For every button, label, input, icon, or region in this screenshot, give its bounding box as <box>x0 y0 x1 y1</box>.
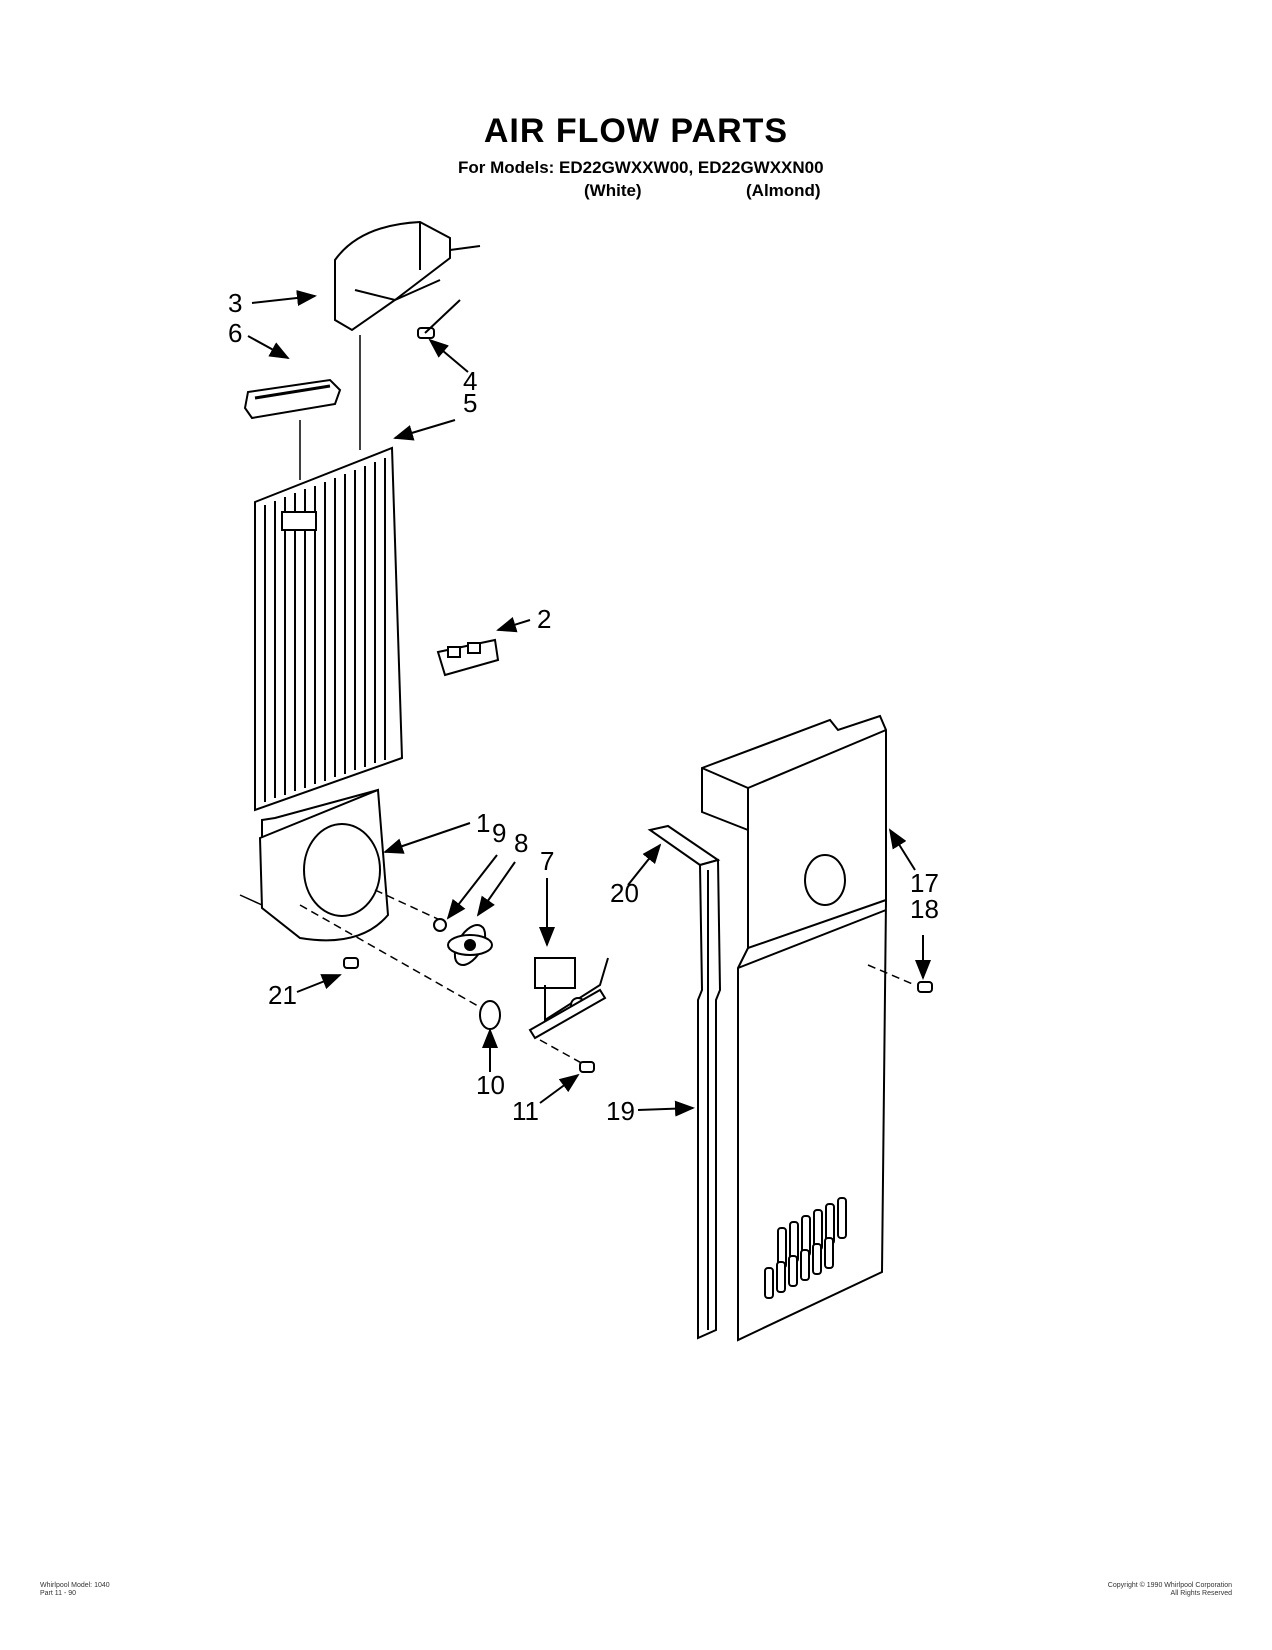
callout-6: 6 <box>228 318 242 348</box>
footer-left: Whirlpool Model: 1040 Part 11 - 90 <box>40 1582 110 1598</box>
part-21-screw <box>343 957 359 969</box>
callout-leaders <box>247 290 931 1117</box>
part-3-duct-cover <box>334 220 451 332</box>
part-7-fan-motor <box>528 957 609 1040</box>
variant-white-label: (White) <box>584 181 642 200</box>
part-18-screw <box>917 981 933 993</box>
part-19-channel <box>697 858 722 1340</box>
callout-5: 5 <box>463 388 477 418</box>
footer-right: Copyright © 1990 Whirlpool Corporation A… <box>1108 1582 1232 1598</box>
part-1-fan-shroud <box>258 788 390 942</box>
part-9-nut <box>433 918 447 932</box>
variant-almond-label: (Almond) <box>746 181 821 200</box>
footer-left-line1: Whirlpool Model: 1040 <box>40 1582 110 1589</box>
callout-20: 20 <box>610 878 639 908</box>
part-4-screw <box>417 299 461 339</box>
callout-11: 11 <box>512 1096 539 1126</box>
footer-right-line1: Copyright © 1990 Whirlpool Corporation <box>1107 1582 1232 1589</box>
callout-17: 17 <box>910 868 939 898</box>
part-11-screw <box>579 1061 595 1073</box>
callout-10: 10 <box>476 1070 505 1100</box>
callout-8: 8 <box>514 828 528 858</box>
part-2-bracket <box>436 638 500 677</box>
footer-right-line2: All Rights Reserved <box>1170 1590 1232 1597</box>
callout-4: 4 <box>463 366 477 396</box>
callout-3: 3 <box>228 288 242 318</box>
callout-18: 18 <box>910 894 939 924</box>
part-5-evaporator-cover <box>254 446 404 812</box>
part-5-panel-ribs <box>264 458 386 802</box>
callout-19: 19 <box>606 1096 635 1126</box>
part-6-grille <box>243 378 342 420</box>
footer-left-line2: Part 11 - 90 <box>40 1590 77 1597</box>
callout-2: 2 <box>537 604 551 634</box>
part-10-grommet <box>479 1000 501 1030</box>
page-title: AIR FLOW PARTS <box>483 112 789 150</box>
callout-9: 9 <box>492 818 506 848</box>
callout-1: 1 <box>476 808 490 838</box>
part-8-fan-blade <box>447 924 493 966</box>
part-17-vents <box>764 1197 847 1299</box>
callout-7: 7 <box>540 846 554 876</box>
callout-21: 21 <box>268 980 297 1010</box>
models-line: For Models: ED22GWXXW00, ED22GWXXN00 <box>458 158 824 177</box>
part-17-rear-panel <box>701 714 887 1342</box>
